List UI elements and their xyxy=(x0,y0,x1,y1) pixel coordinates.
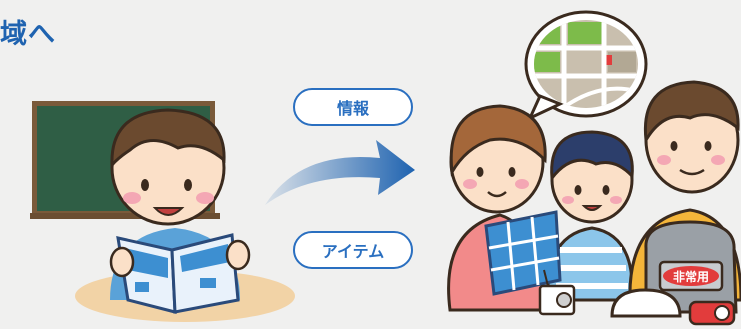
emergency-backpack xyxy=(644,220,738,314)
info-label: 情報 xyxy=(293,88,413,126)
items-label: アイテム xyxy=(293,231,413,269)
map-bubble xyxy=(524,10,648,122)
curved-arrow xyxy=(265,140,415,205)
helmet-icon xyxy=(610,288,682,318)
backpack-badge: 非常用 xyxy=(673,269,709,284)
flashlight-icon xyxy=(688,300,736,326)
destination-marker xyxy=(602,55,612,65)
section-heading: 域へ xyxy=(0,19,56,50)
child xyxy=(546,130,634,302)
boy-head xyxy=(110,108,226,226)
held-map xyxy=(484,210,562,296)
radio-icon xyxy=(538,269,576,316)
